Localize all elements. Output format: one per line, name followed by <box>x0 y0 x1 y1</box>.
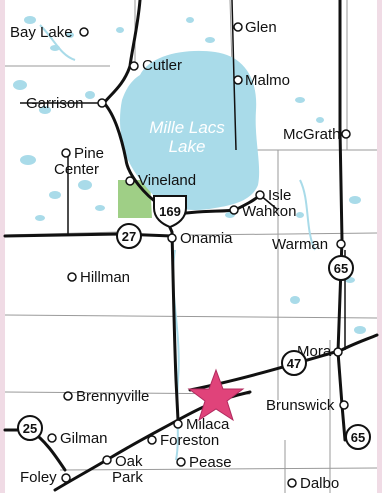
town-label-cutler: Cutler <box>142 57 182 74</box>
town-label-dalbo: Dalbo <box>300 475 339 492</box>
us-shield-icon <box>153 195 187 229</box>
town-label-mcgrath: McGrath <box>283 126 341 143</box>
town-label-foley: Foley <box>20 469 57 486</box>
town-label-wahkon: Wahkon <box>242 203 296 220</box>
town-dot-brunswick <box>339 400 349 410</box>
us-169-number: 169 <box>159 204 181 219</box>
town-label-mora: Mora <box>297 343 332 360</box>
town-label-isle: Isle <box>268 187 291 204</box>
town-label-pine-center-line2: Center <box>54 161 99 178</box>
mn-47-shield: 47 <box>281 350 307 376</box>
town-label-vineland: Vineland <box>138 172 196 189</box>
town-label-warman: Warman <box>272 236 328 253</box>
town-dot-mcgrath <box>341 129 351 139</box>
town-dot-glen <box>233 22 243 32</box>
town-dot-pine-center <box>61 148 71 158</box>
town-dot-foreston <box>147 435 157 445</box>
town-label-glen: Glen <box>245 19 277 36</box>
town-dot-gilman <box>47 433 57 443</box>
state-shield-icon <box>345 424 371 450</box>
lake-name-line1: Mille Lacs <box>149 118 225 137</box>
lake-name-line2: Lake <box>169 137 206 156</box>
state-shield-icon <box>281 350 307 376</box>
town-dot-garrison <box>97 98 107 108</box>
town-dot-brennyville <box>63 391 73 401</box>
town-label-bay-lake: Bay Lake <box>10 24 73 41</box>
town-label-brennyville: Brennyville <box>76 388 149 405</box>
town-label-onamia: Onamia <box>180 230 233 247</box>
small-lakes <box>13 16 366 334</box>
town-label-oak-park-line2: Park <box>112 469 143 486</box>
mn-65-north-shield: 65 <box>328 255 354 281</box>
roads <box>3 0 379 492</box>
mn-27-number: 27 <box>122 229 136 244</box>
town-dot-dalbo <box>287 478 297 488</box>
town-dot-mora <box>333 347 343 357</box>
town-label-pease: Pease <box>189 454 232 471</box>
town-label-milaca: Milaca <box>186 416 230 433</box>
town-dot-bay-lake <box>79 27 89 37</box>
town-dot-wahkon <box>229 205 239 215</box>
town-dot-oak-park <box>102 455 112 465</box>
town-dot-foley <box>61 473 71 483</box>
mn-25-number: 25 <box>23 421 37 436</box>
state-shield-icon <box>17 415 43 441</box>
star-icon <box>187 368 245 422</box>
mn-65-south-shield: 65 <box>345 424 371 450</box>
mn-47-number: 47 <box>287 356 301 371</box>
town-label-hillman: Hillman <box>80 269 130 286</box>
town-label-gilman: Gilman <box>60 430 108 447</box>
us-169-shield: 169 <box>153 195 187 229</box>
town-label-oak-park-line1: Oak <box>115 453 143 470</box>
town-dot-isle <box>255 190 265 200</box>
mn-65-south-number: 65 <box>351 430 365 445</box>
town-labels: Bay Lake Glen Cutler Malmo Garrison McGr… <box>10 19 341 492</box>
town-label-foreston: Foreston <box>160 432 219 449</box>
mille-lacs-lake <box>120 50 260 210</box>
town-label-brunswick: Brunswick <box>266 397 335 414</box>
town-dot-milaca <box>173 419 183 429</box>
state-shield-icon <box>116 223 142 249</box>
town-dot-cutler <box>129 61 139 71</box>
mn-25-shield: 25 <box>17 415 43 441</box>
town-label-garrison: Garrison <box>26 95 84 112</box>
town-markers <box>47 22 351 488</box>
mn-27-shield: 27 <box>116 223 142 249</box>
mn-65-north-number: 65 <box>334 261 348 276</box>
town-dot-vineland <box>125 176 135 186</box>
town-label-pine-center-line1: Pine <box>74 145 104 162</box>
town-dot-warman <box>336 239 346 249</box>
town-dot-hillman <box>67 272 77 282</box>
town-label-malmo: Malmo <box>245 72 290 89</box>
town-dot-onamia <box>167 233 177 243</box>
state-shield-icon <box>328 255 354 281</box>
town-dot-malmo <box>233 75 243 85</box>
town-dot-pease <box>176 457 186 467</box>
